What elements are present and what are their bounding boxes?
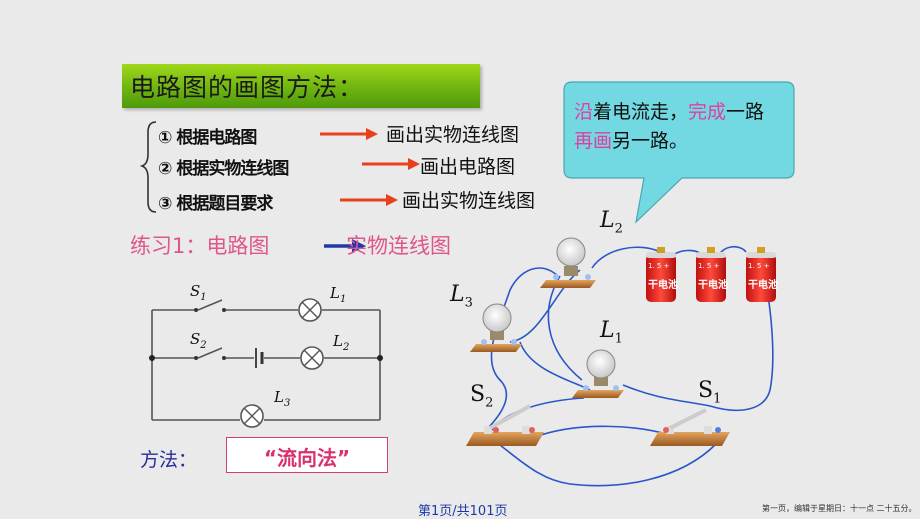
schematic-s1-label: S1: [190, 282, 207, 303]
step-1-label: ① 根据电路图: [158, 128, 257, 148]
step-2-result: 画出电路图: [420, 156, 516, 178]
slide-title: 电路图的画图方法：: [130, 73, 365, 102]
real-l1-label: L1: [600, 318, 623, 347]
switch-icon-s1: [650, 408, 730, 446]
wiring-diagram: [466, 237, 776, 487]
bulb-icon-l3: [470, 303, 522, 352]
battery-icon-2: [696, 247, 726, 302]
practice-label: 练习1：电路图: [130, 234, 270, 258]
steps-decor: [140, 121, 420, 213]
schematic-l3-label: L3: [274, 388, 291, 409]
schematic-l2-label: L2: [333, 332, 350, 353]
title-bar: [122, 64, 480, 108]
real-s1-label: S1: [698, 378, 722, 407]
bulb-icon-l2: [540, 237, 596, 288]
real-l2-label: L2: [600, 208, 623, 237]
method-label: 方法：: [140, 449, 198, 471]
step-3-result: 画出实物连线图: [402, 190, 536, 212]
step-3-label: ③ 根据题目要求: [158, 194, 273, 214]
real-s2-label: S2: [470, 382, 494, 411]
battery-3-top: 1. 5 +: [748, 262, 770, 270]
step-1-result: 画出实物连线图: [386, 124, 520, 146]
battery-1-top: 1. 5 +: [648, 262, 670, 270]
practice-target: 实物连线图: [346, 234, 451, 258]
method-box: [226, 437, 388, 473]
battery-2-top: 1. 5 +: [698, 262, 720, 270]
method-value: “流向法”: [263, 446, 351, 470]
real-l3-label: L3: [450, 282, 473, 311]
arrow-icon-2: [362, 158, 420, 170]
schematic-l1-label: L1: [330, 284, 347, 305]
page-indicator[interactable]: 第1页/共101页: [418, 504, 508, 519]
switch-icon-s2: [466, 404, 544, 446]
bulb-icon-l1: [572, 349, 624, 398]
lamp-icon-l1: [298, 298, 322, 322]
footer-note: 第一页，编辑于星期日：十一点 二十五分。: [762, 504, 917, 513]
arrow-icon-1: [320, 128, 378, 140]
step-2-label: ② 根据实物连线图: [158, 159, 289, 179]
lamp-icon-l2: [300, 346, 324, 370]
blue-arrow-icon: [324, 239, 366, 253]
arrow-icon-3: [340, 194, 398, 206]
battery-icon-3: [746, 247, 776, 302]
schematic-s2-label: S2: [190, 330, 207, 351]
battery-2-label: 干电池: [698, 280, 728, 291]
circuit-schematic: [149, 298, 383, 428]
callout-bubble: [563, 81, 795, 224]
battery-1-label: 干电池: [648, 280, 678, 291]
battery-icon-1: [646, 247, 676, 302]
callout-text: 沿着电流走，完成一路再画另一路。: [574, 101, 765, 152]
battery-3-label: 干电池: [748, 280, 778, 291]
lamp-icon-l3: [240, 404, 264, 428]
